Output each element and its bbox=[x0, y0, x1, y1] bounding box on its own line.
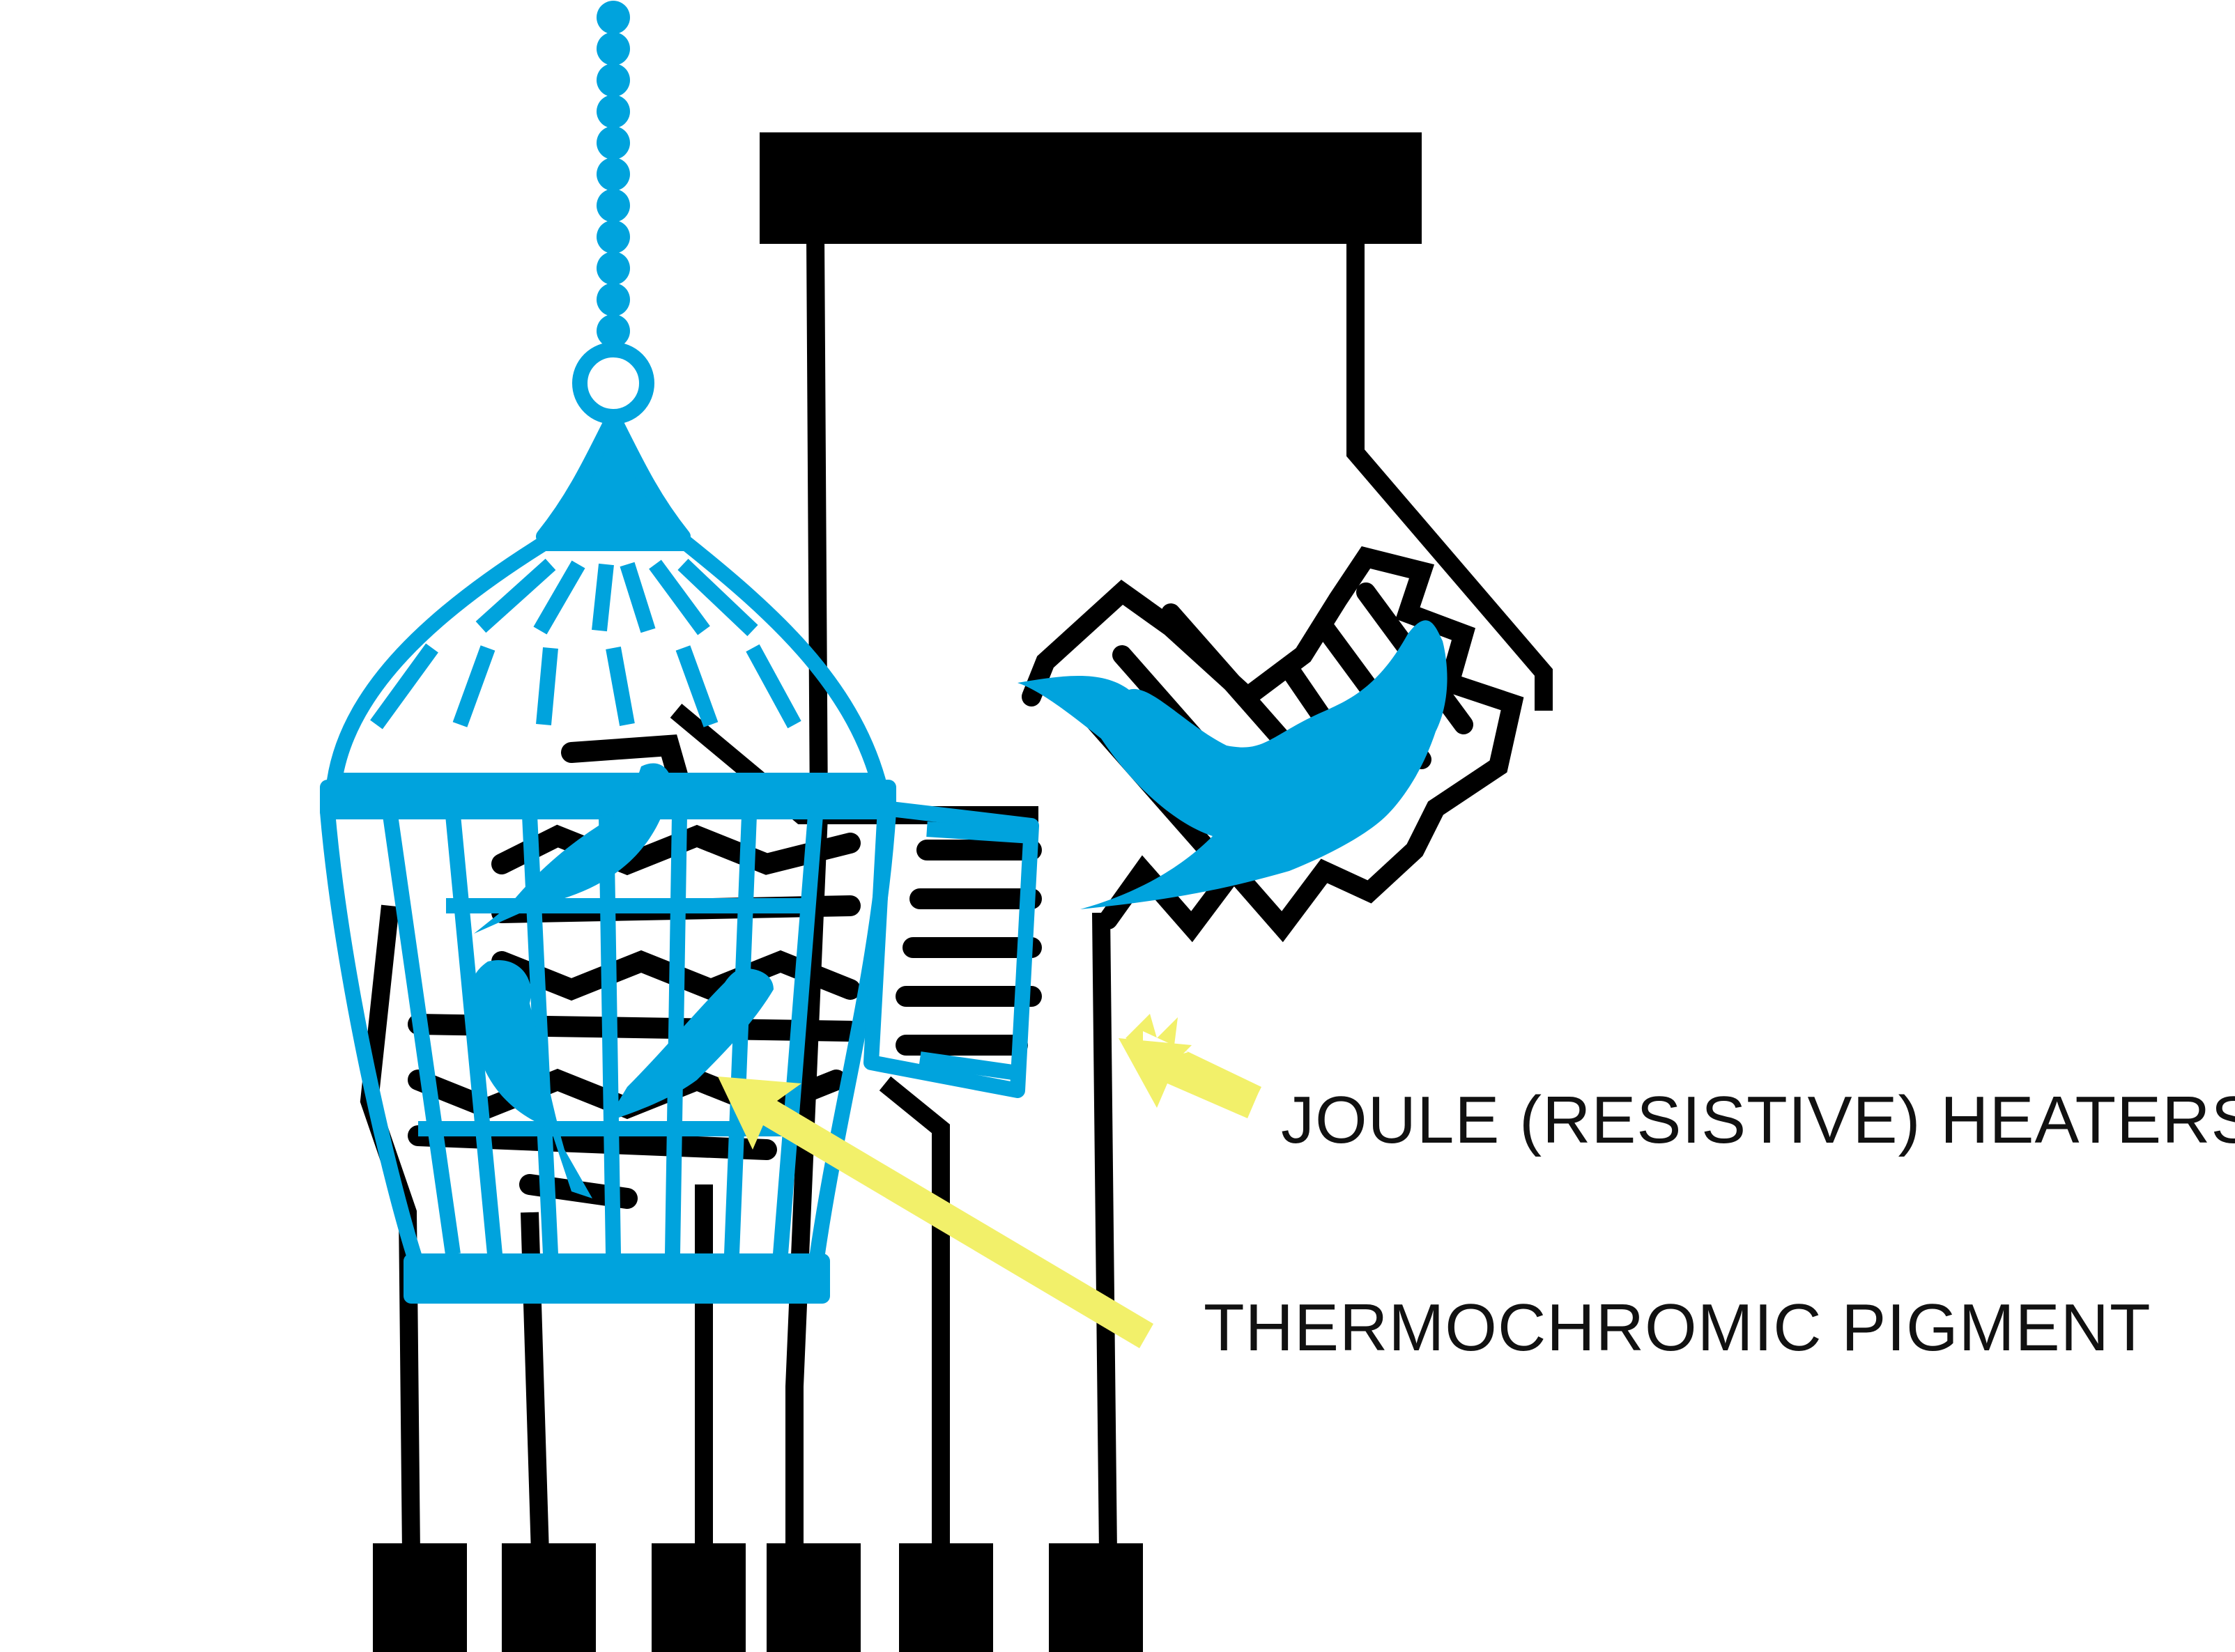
cage-ring bbox=[572, 342, 654, 424]
arrow-thermo bbox=[718, 1076, 1153, 1348]
contact-pad-3 bbox=[652, 1543, 746, 1652]
arrow-joule bbox=[1119, 1038, 1258, 1118]
contact-pads bbox=[373, 1543, 1143, 1652]
label-joule-heaters: JOULE (RESISTIVE) HEATERS bbox=[1281, 1083, 2235, 1157]
contact-pad-5 bbox=[899, 1543, 993, 1652]
arrow-icon bbox=[718, 1014, 1261, 1348]
caged-birds bbox=[470, 763, 774, 1198]
bird-icon bbox=[474, 763, 673, 934]
contact-pad-4 bbox=[767, 1543, 861, 1652]
label-thermochromic-pigment: THERMOCHROMIC PIGMENT bbox=[1204, 1290, 2151, 1365]
bird-icon bbox=[606, 968, 774, 1122]
top-bus-bar bbox=[760, 132, 1422, 244]
contact-pad-6 bbox=[1049, 1543, 1143, 1652]
birdcage-icon bbox=[320, 1, 1039, 1304]
flying-bird-icon bbox=[1017, 620, 1447, 909]
bird-icon bbox=[470, 960, 592, 1198]
contact-pad-1 bbox=[373, 1543, 467, 1652]
contact-pad-2 bbox=[502, 1543, 596, 1652]
cage-chain bbox=[597, 1, 630, 348]
